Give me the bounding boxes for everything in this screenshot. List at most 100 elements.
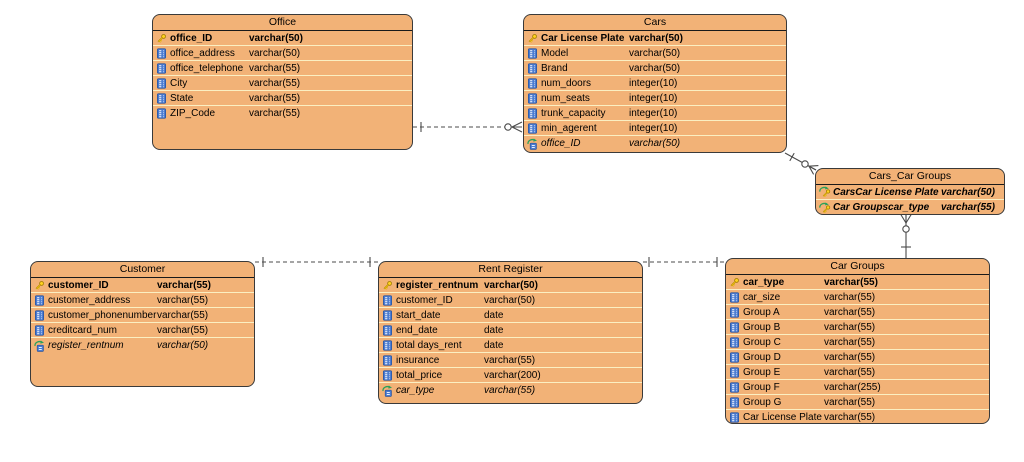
table-title[interactable]: Office	[153, 15, 412, 31]
field-name: Group B	[743, 321, 781, 333]
field-type: integer(10)	[629, 92, 678, 104]
field-type: varchar(50)	[157, 340, 209, 351]
field-name: register_rentnum	[396, 279, 479, 291]
primary-key-icon	[729, 276, 743, 288]
table-title[interactable]: Cars	[524, 15, 786, 31]
field-name: Car License Plate	[743, 412, 822, 423]
field-name: customer_phonenumber	[48, 309, 157, 321]
primary-key-icon	[34, 279, 48, 291]
column-icon	[527, 62, 541, 74]
table-title[interactable]: Customer	[31, 262, 254, 278]
field-row[interactable]: min_agerent integer(10)	[524, 121, 786, 136]
column-icon	[382, 354, 396, 366]
field-type: varchar(55)	[249, 108, 301, 119]
column-icon	[527, 92, 541, 104]
field-row[interactable]: customer_ID varchar(50)	[379, 293, 642, 308]
field-type: integer(10)	[629, 107, 678, 119]
column-icon	[729, 381, 743, 393]
field-name: office_telephone	[170, 62, 244, 74]
relationship-customer-rent-register[interactable]	[255, 257, 378, 267]
field-type: varchar(50)	[484, 294, 536, 306]
field-name: total_price	[396, 369, 443, 381]
field-name: customer_ID	[396, 294, 453, 306]
field-type: date	[484, 324, 504, 336]
relationship-office-cars[interactable]	[413, 121, 523, 133]
relationship-cars-cars-car-groups[interactable]	[784, 152, 819, 175]
field-type: varchar(50)	[249, 32, 303, 44]
field-name: Brand	[541, 62, 568, 74]
field-type: varchar(55)	[824, 396, 876, 408]
field-type: varchar(55)	[249, 77, 301, 89]
table-title[interactable]: Car Groups	[726, 259, 989, 275]
field-type: varchar(55)	[484, 354, 536, 366]
column-icon	[729, 306, 743, 318]
field-name: insurance	[396, 354, 440, 366]
field-type: varchar(50)	[629, 47, 681, 59]
field-name: min_agerent	[541, 122, 597, 134]
field-name: office_ID	[541, 138, 581, 149]
field-name: Car Groupscar_type	[833, 202, 930, 213]
field-type: varchar(50)	[941, 186, 995, 198]
field-name: start_date	[396, 309, 441, 321]
field-name: Group A	[743, 306, 780, 318]
foreign-key-icon	[34, 340, 48, 352]
field-row[interactable]: insurance varchar(55)	[379, 353, 642, 368]
column-icon	[729, 366, 743, 378]
table-title[interactable]: Rent Register	[379, 262, 642, 278]
relationship-cars-car-groups-car-groups[interactable]	[900, 213, 912, 258]
field-name: end_date	[396, 324, 438, 336]
field-type: integer(10)	[629, 122, 678, 134]
field-type: varchar(55)	[824, 351, 876, 363]
field-row[interactable]: end_date date	[379, 323, 642, 338]
primary-foreign-key-icon	[819, 202, 833, 214]
column-icon	[382, 294, 396, 306]
field-name: customer_address	[48, 294, 131, 306]
table-title[interactable]: Cars_Car Groups	[816, 169, 1004, 185]
field-type: integer(10)	[629, 77, 678, 89]
relationship-rent-register-car-groups[interactable]	[643, 257, 725, 267]
primary-foreign-key-icon	[819, 186, 833, 198]
